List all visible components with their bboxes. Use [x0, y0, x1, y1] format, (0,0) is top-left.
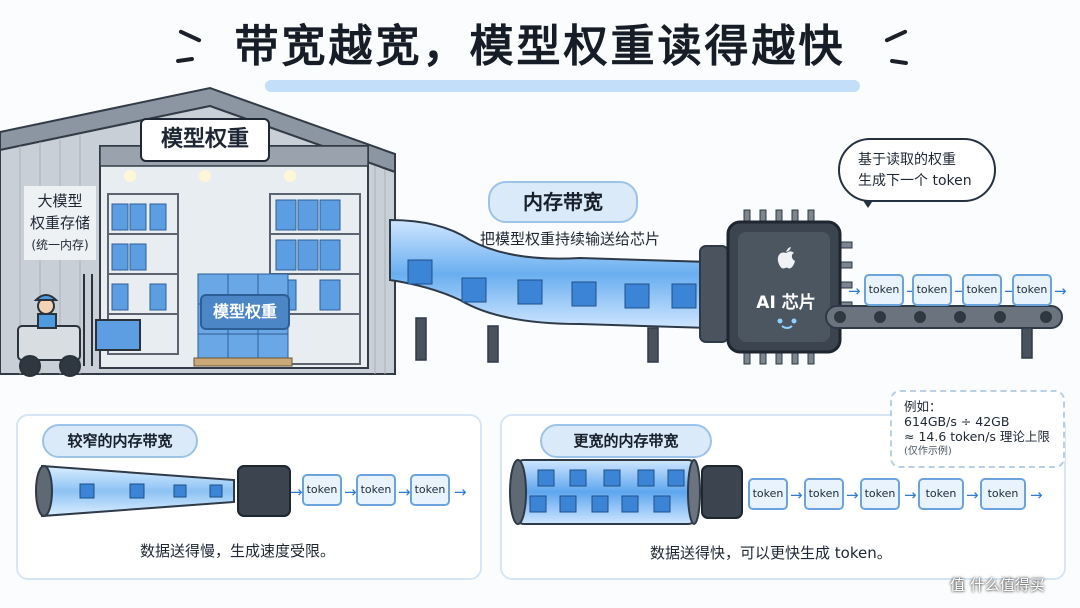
token-box: token	[410, 474, 450, 506]
token-box: token	[980, 478, 1026, 510]
token-box: token	[912, 274, 952, 306]
side-label-line: 大模型	[37, 192, 83, 210]
warehouse-drawing	[0, 86, 396, 377]
example-line: 例如：	[904, 399, 942, 414]
bubble-line: 基于读取的权重	[858, 152, 956, 168]
arrow-right-icon: →	[1054, 282, 1067, 300]
arrow-right-icon: →	[966, 486, 979, 504]
token-box: token	[1012, 274, 1052, 306]
side-label-line: (统一内存)	[31, 238, 89, 252]
narrow-tube	[35, 464, 291, 518]
chip-label: AI 芯片	[756, 293, 816, 313]
bandwidth-tube	[389, 218, 729, 363]
conveyor-belt	[825, 305, 1063, 359]
token-box: token	[748, 478, 788, 510]
arrow-right-icon: →	[846, 486, 859, 504]
bandwidth-label: 内存带宽	[488, 181, 638, 223]
apple-icon	[776, 246, 796, 270]
token-box: token	[804, 478, 844, 510]
token-box: token	[962, 274, 1002, 306]
token-box: token	[302, 474, 342, 506]
example-note: 例如： 614GB/s ÷ 42GB ≈ 14.6 token/s 理论上限 (…	[890, 390, 1065, 468]
arrow-right-icon: →	[454, 483, 467, 501]
wide-tube	[509, 459, 743, 525]
panel-wide-label: 更宽的内存带宽	[540, 424, 712, 458]
example-line: (仅作示例)	[904, 446, 952, 457]
example-line: ≈ 14.6 token/s 理论上限	[904, 429, 1050, 444]
bubble-line: 生成下一个 token	[858, 173, 972, 189]
arrow-right-icon: →	[790, 486, 803, 504]
arrow-right-icon: →	[1030, 486, 1043, 504]
token-box: token	[918, 478, 964, 510]
arrow-right-icon: →	[398, 483, 411, 501]
bandwidth-caption: 把模型权重持续输送给芯片	[480, 230, 661, 248]
page-title: 带宽越宽，模型权重读得越快	[234, 21, 846, 72]
ai-chip	[726, 209, 853, 365]
title-underline	[265, 80, 860, 92]
pallet-label: 模型权重	[200, 294, 290, 330]
token-box: token	[356, 474, 396, 506]
arrow-right-icon: →	[290, 483, 303, 501]
chip-smile-icon	[774, 316, 800, 330]
side-label-line: 权重存储	[29, 214, 90, 232]
arrow-right-icon: →	[848, 282, 861, 300]
arrow-right-icon: →	[344, 483, 357, 501]
panel-narrow-label: 较窄的内存带宽	[42, 424, 198, 458]
warehouse-sign: 模型权重	[140, 118, 270, 162]
warehouse-side-label: 大模型 权重存储 (统一内存)	[24, 186, 96, 260]
speech-bubble: 基于读取的权重 生成下一个 token	[838, 138, 996, 202]
watermark: 值 什么值得买	[950, 576, 1045, 594]
arrow-right-icon: →	[904, 486, 917, 504]
panel-narrow-caption: 数据送得慢，生成速度受限。	[140, 542, 336, 560]
example-line: 614GB/s ÷ 42GB	[904, 414, 1010, 429]
token-box: token	[860, 478, 900, 510]
token-box: token	[864, 274, 904, 306]
panel-wide-caption: 数据送得快，可以更快生成 token。	[650, 544, 892, 562]
warehouse-illustration: 模型权重 大模型 权重存储 (统一内存) 模型权重	[0, 84, 400, 384]
